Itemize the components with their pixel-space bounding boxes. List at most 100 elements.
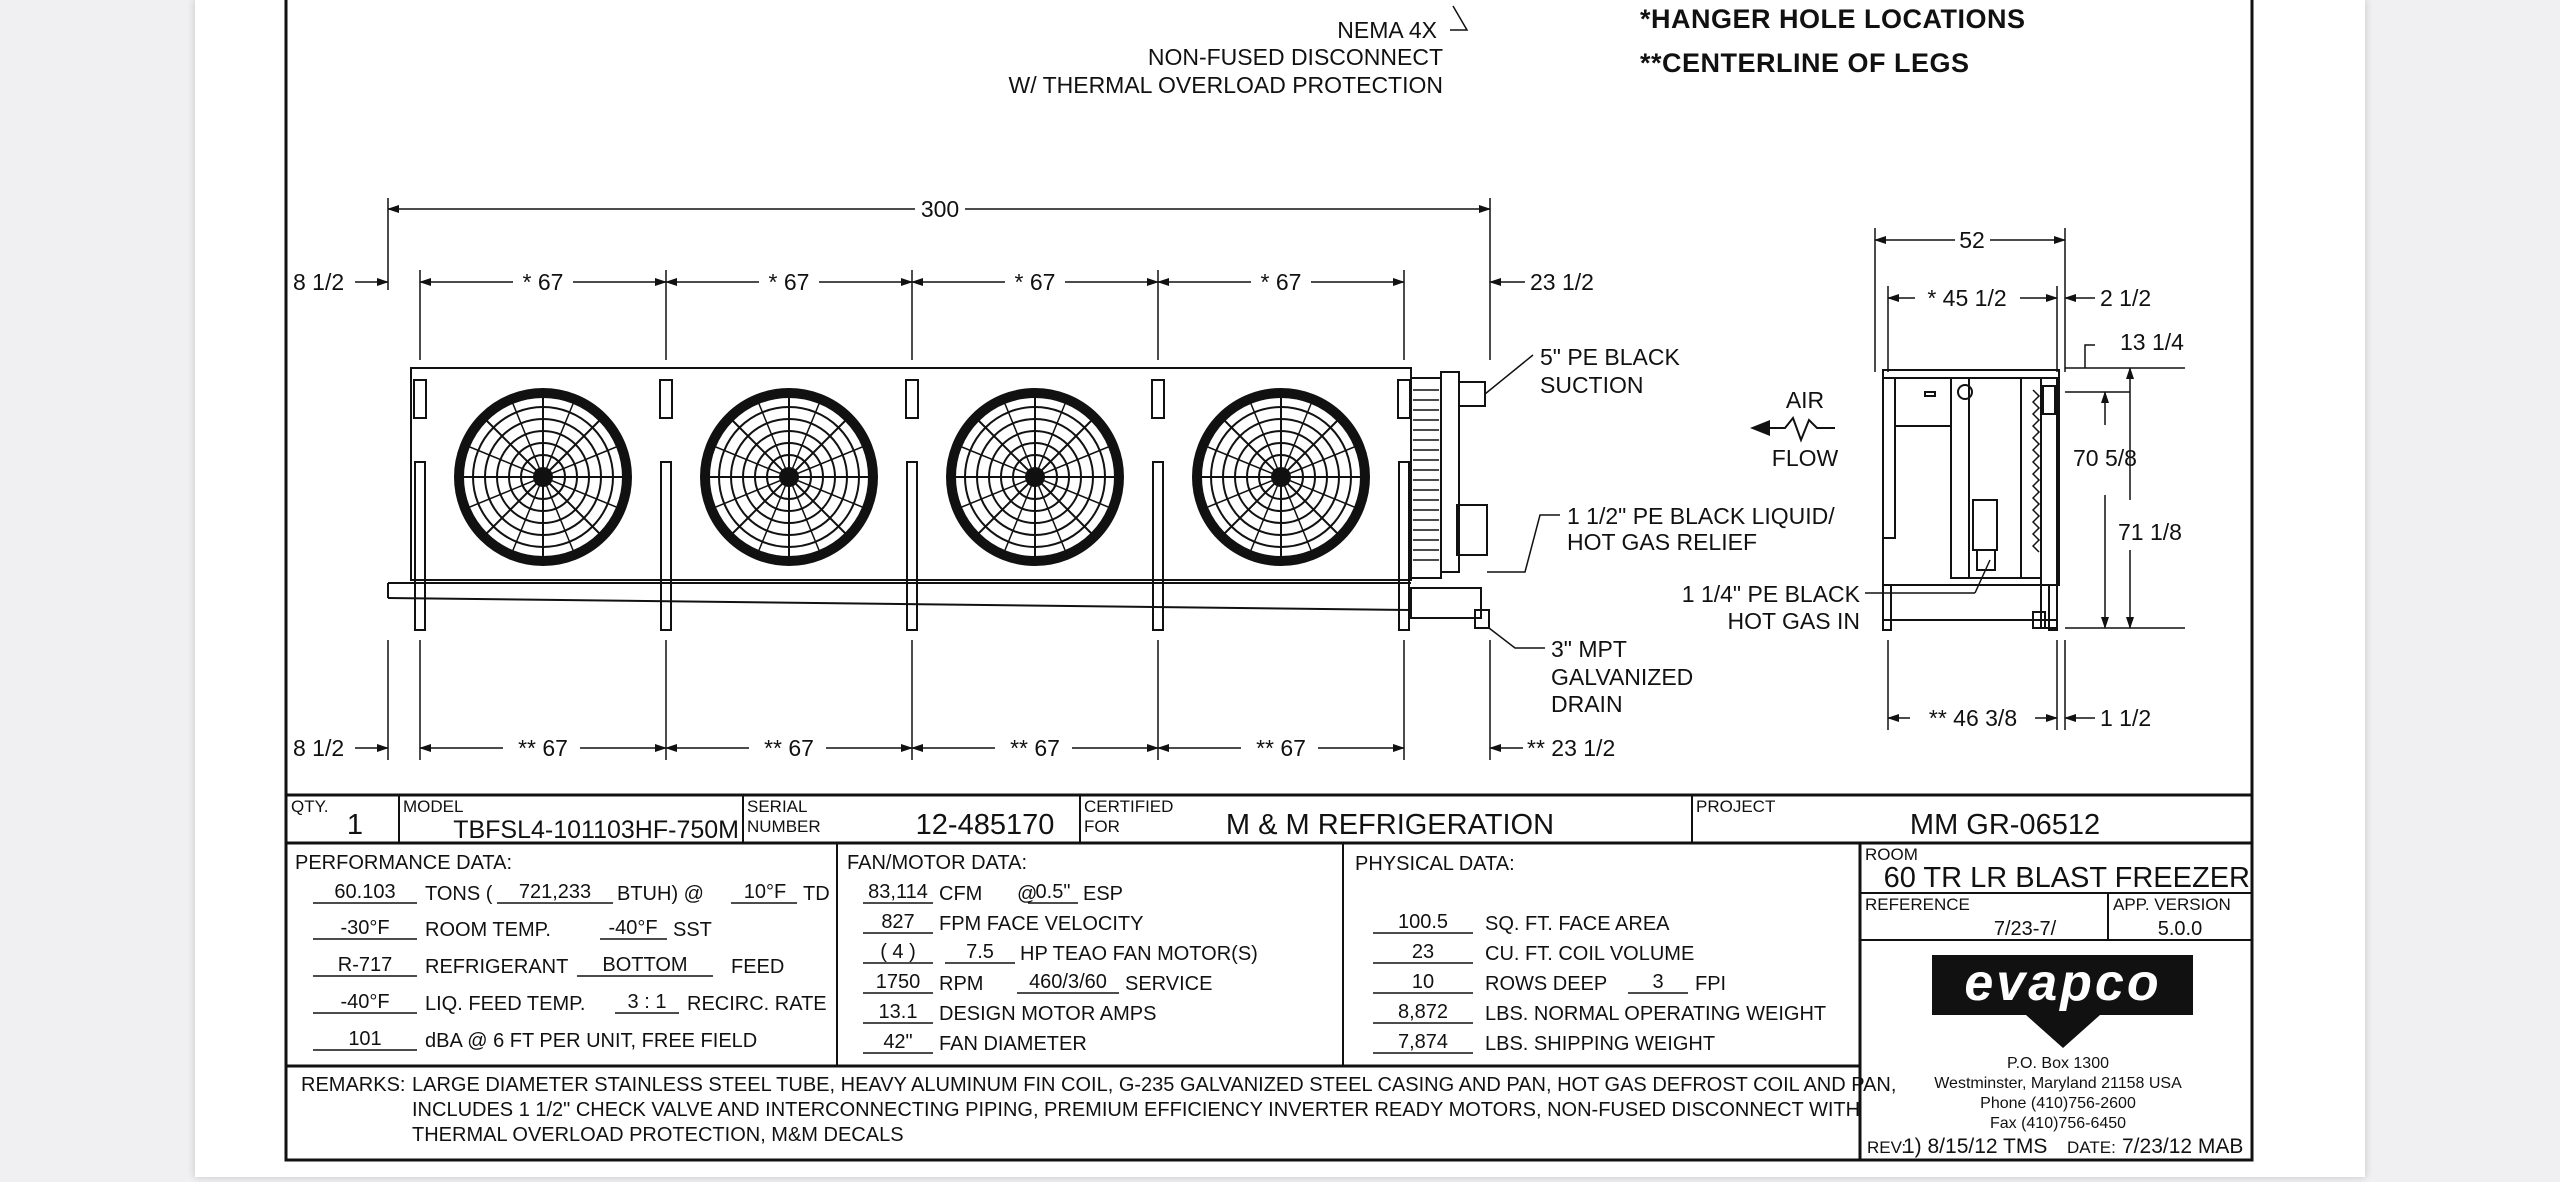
svg-text:P.O. Box 1300: P.O. Box 1300 bbox=[2007, 1055, 2109, 1072]
suction-callout: 5" PE BLACK SUCTION bbox=[1484, 344, 1681, 398]
svg-text:HOT GAS RELIEF: HOT GAS RELIEF bbox=[1567, 529, 1757, 555]
svg-text:FOR: FOR bbox=[1084, 817, 1120, 836]
svg-text:60.103: 60.103 bbox=[334, 881, 395, 903]
svg-text:MM GR-06512: MM GR-06512 bbox=[1910, 809, 2100, 841]
performance-data: PERFORMANCE DATA: 60.103 TONS ( 721,233 … bbox=[295, 852, 830, 1052]
svg-text:1 1/2" PE BLACK LIQUID/: 1 1/2" PE BLACK LIQUID/ bbox=[1567, 503, 1835, 529]
fan-2 bbox=[705, 393, 873, 561]
svg-text:1 1/2: 1 1/2 bbox=[2100, 705, 2151, 731]
svg-text:HOT GAS IN: HOT GAS IN bbox=[1728, 608, 1861, 634]
svg-text:** 67: ** 67 bbox=[518, 735, 568, 761]
svg-text:2 1/2: 2 1/2 bbox=[2100, 285, 2151, 311]
svg-text:*HANGER HOLE LOCATIONS: *HANGER HOLE LOCATIONS bbox=[1640, 4, 2026, 34]
svg-text:MODEL: MODEL bbox=[403, 797, 463, 816]
svg-text:THERMAL OVERLOAD PROTECTION, M: THERMAL OVERLOAD PROTECTION, M&M DECALS bbox=[412, 1124, 904, 1146]
svg-text:* 45 1/2: * 45 1/2 bbox=[1927, 285, 2006, 311]
svg-text:12-485170: 12-485170 bbox=[916, 809, 1055, 841]
svg-text:ROOM TEMP.: ROOM TEMP. bbox=[425, 919, 551, 941]
drawing-sheet: NEMA 4X NON-FUSED DISCONNECT W/ THERMAL … bbox=[195, 0, 2365, 1177]
drain-callout: 3" MPT GALVANIZED DRAIN bbox=[1488, 627, 1693, 717]
svg-text:FAN DIAMETER: FAN DIAMETER bbox=[939, 1033, 1087, 1055]
svg-text:CFM: CFM bbox=[939, 883, 982, 905]
svg-text:LIQ. FEED TEMP.: LIQ. FEED TEMP. bbox=[425, 993, 585, 1015]
svg-text:FEED: FEED bbox=[731, 956, 784, 978]
svg-text:Phone (410)756-2600: Phone (410)756-2600 bbox=[1980, 1095, 2136, 1112]
svg-text:1 1/4" PE BLACK: 1 1/4" PE BLACK bbox=[1682, 581, 1861, 607]
svg-text:1: 1 bbox=[347, 809, 363, 841]
svg-text:LARGE DIAMETER STAINLESS STEEL: LARGE DIAMETER STAINLESS STEEL TUBE, HEA… bbox=[412, 1074, 1896, 1096]
svg-text:8 1/2: 8 1/2 bbox=[293, 269, 344, 295]
svg-text:3 : 1: 3 : 1 bbox=[628, 991, 667, 1013]
svg-text:QTY.: QTY. bbox=[291, 797, 328, 816]
physical-data: PHYSICAL DATA: 100.5 SQ. FT. FACE AREA 2… bbox=[1355, 853, 1826, 1055]
svg-text:DATE:: DATE: bbox=[2067, 1138, 2116, 1157]
liquid-callout: 1 1/2" PE BLACK LIQUID/ HOT GAS RELIEF bbox=[1487, 503, 1835, 573]
svg-text:60 TR LR BLAST FREEZER: 60 TR LR BLAST FREEZER bbox=[1884, 862, 2250, 894]
submittal-drawing: NEMA 4X NON-FUSED DISCONNECT W/ THERMAL … bbox=[284, 0, 2254, 1162]
svg-text:5.0.0: 5.0.0 bbox=[2158, 918, 2202, 940]
svg-text:TD: TD bbox=[803, 883, 830, 905]
svg-text:** 67: ** 67 bbox=[1010, 735, 1060, 761]
nema-note: NEMA 4X NON-FUSED DISCONNECT W/ THERMAL … bbox=[1009, 5, 1469, 98]
svg-text:-30°F: -30°F bbox=[340, 917, 389, 939]
svg-text:BTUH) @: BTUH) @ bbox=[617, 883, 704, 905]
svg-text:FAN/MOTOR DATA:: FAN/MOTOR DATA: bbox=[847, 852, 1027, 874]
svg-text:23: 23 bbox=[1412, 941, 1434, 963]
fan-4 bbox=[1197, 393, 1365, 561]
svg-text:Westminster, Maryland 21158 US: Westminster, Maryland 21158 USA bbox=[1934, 1075, 2182, 1092]
svg-text:** 46 3/8: ** 46 3/8 bbox=[1929, 705, 2017, 731]
svg-text:7/23-7/: 7/23-7/ bbox=[1994, 918, 2057, 940]
svg-text:SQ. FT. FACE AREA: SQ. FT. FACE AREA bbox=[1485, 913, 1670, 935]
svg-text:PERFORMANCE DATA:: PERFORMANCE DATA: bbox=[295, 852, 512, 874]
svg-text:PROJECT: PROJECT bbox=[1696, 797, 1775, 816]
svg-text:* 67: * 67 bbox=[523, 269, 564, 295]
svg-text:-40°F: -40°F bbox=[340, 991, 389, 1013]
svg-text:0.5": 0.5" bbox=[1036, 881, 1071, 903]
svg-text:83,114: 83,114 bbox=[868, 881, 928, 903]
svg-text:** 67: ** 67 bbox=[764, 735, 814, 761]
svg-text:PHYSICAL DATA:: PHYSICAL DATA: bbox=[1355, 853, 1515, 875]
fan-motor-data: FAN/MOTOR DATA: 83,114 CFM @ 0.5" ESP 82… bbox=[847, 852, 1258, 1055]
svg-text:NUMBER: NUMBER bbox=[747, 817, 821, 836]
header-certified: CERTIFIED FOR M & M REFRIGERATION bbox=[1084, 797, 1554, 841]
air-flow-indicator: AIR FLOW bbox=[1750, 387, 1839, 471]
svg-text:** 23 1/2: ** 23 1/2 bbox=[1527, 735, 1615, 761]
svg-text:721,233: 721,233 bbox=[519, 881, 591, 903]
svg-text:DRAIN: DRAIN bbox=[1551, 691, 1623, 717]
svg-text:NON-FUSED DISCONNECT: NON-FUSED DISCONNECT bbox=[1148, 44, 1443, 70]
svg-text:GALVANIZED: GALVANIZED bbox=[1551, 664, 1693, 690]
svg-text:460/3/60: 460/3/60 bbox=[1029, 971, 1107, 993]
svg-text:FPI: FPI bbox=[1695, 973, 1726, 995]
header-project: PROJECT MM GR-06512 bbox=[1696, 797, 2100, 841]
svg-text:APP. VERSION: APP. VERSION bbox=[2113, 895, 2231, 914]
svg-text:REFRIGERANT: REFRIGERANT bbox=[425, 956, 568, 978]
svg-text:** 67: ** 67 bbox=[1256, 735, 1306, 761]
svg-text:1750: 1750 bbox=[876, 971, 921, 993]
svg-text:Fax (410)756-6450: Fax (410)756-6450 bbox=[1990, 1115, 2126, 1132]
svg-text:70 5/8: 70 5/8 bbox=[2073, 445, 2137, 471]
svg-text:W/ THERMAL OVERLOAD PROTECTIO: W/ THERMAL OVERLOAD PROTECTION bbox=[1009, 72, 1444, 98]
title-block bbox=[284, 793, 2254, 1162]
svg-text:@: @ bbox=[1017, 883, 1037, 905]
svg-text:FPM FACE VELOCITY: FPM FACE VELOCITY bbox=[939, 913, 1143, 935]
svg-text:ROWS DEEP: ROWS DEEP bbox=[1485, 973, 1607, 995]
svg-text:**CENTERLINE OF LEGS: **CENTERLINE OF LEGS bbox=[1640, 48, 1970, 78]
svg-text:SUCTION: SUCTION bbox=[1540, 372, 1644, 398]
svg-text:M & M REFRIGERATION: M & M REFRIGERATION bbox=[1226, 809, 1554, 841]
svg-text:5" PE BLACK: 5" PE BLACK bbox=[1540, 344, 1681, 370]
svg-text:7.5: 7.5 bbox=[966, 941, 994, 963]
svg-text:* 67: * 67 bbox=[769, 269, 810, 295]
svg-text:10°F: 10°F bbox=[744, 881, 786, 903]
svg-text:13.1: 13.1 bbox=[879, 1001, 918, 1023]
svg-text:BOTTOM: BOTTOM bbox=[602, 954, 687, 976]
svg-text:* 67: * 67 bbox=[1261, 269, 1302, 295]
svg-text:SERIAL: SERIAL bbox=[747, 797, 807, 816]
legend: *HANGER HOLE LOCATIONS **CENTERLINE OF L… bbox=[1640, 4, 2026, 78]
svg-text:101: 101 bbox=[348, 1028, 381, 1050]
remarks: REMARKS: LARGE DIAMETER STAINLESS STEEL … bbox=[301, 1074, 1896, 1146]
svg-text:* 67: * 67 bbox=[1015, 269, 1056, 295]
room-block: ROOM 60 TR LR BLAST FREEZER REFERENCE 7/… bbox=[1865, 845, 2250, 940]
svg-text:FLOW: FLOW bbox=[1772, 445, 1839, 471]
svg-text:13 1/4: 13 1/4 bbox=[2120, 329, 2184, 355]
svg-text:RPM: RPM bbox=[939, 973, 983, 995]
